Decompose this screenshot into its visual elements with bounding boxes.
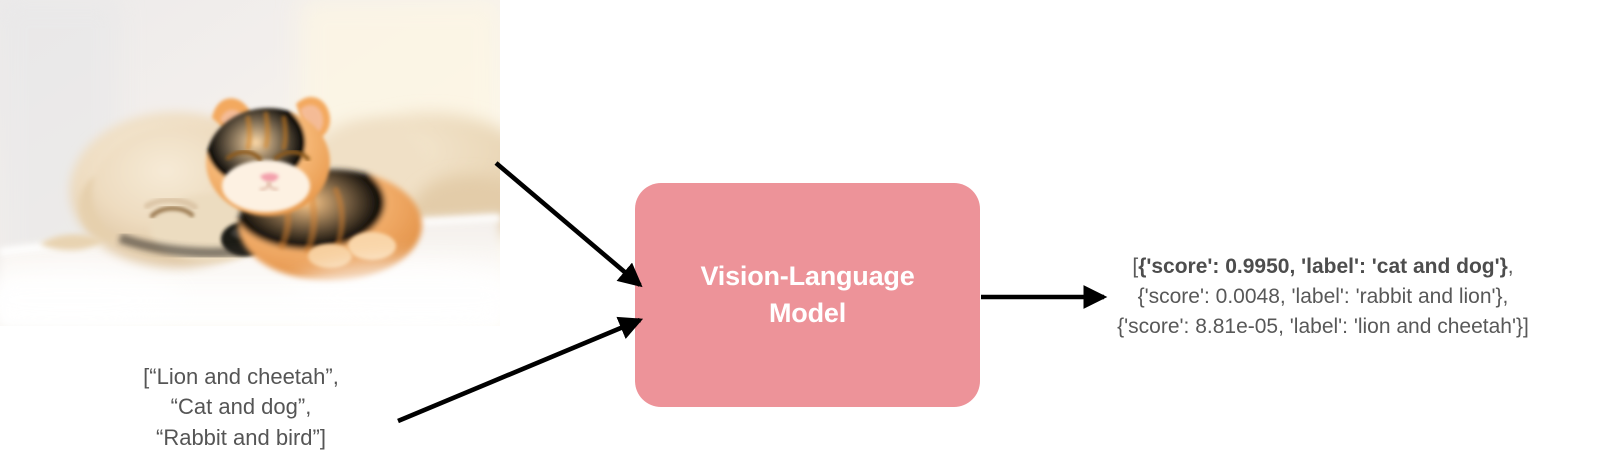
- output-line-1: [{'score': 0.9950, 'label': 'cat and dog…: [1046, 252, 1600, 282]
- output-line-1-bold: {'score': 0.9950, 'label': 'cat and dog'…: [1138, 255, 1508, 278]
- output-line-1-suffix: ,: [1507, 255, 1514, 278]
- vision-language-model-box: Vision-Language Model: [635, 183, 980, 407]
- model-box-label: Vision-Language Model: [700, 261, 915, 328]
- output-predictions: [{'score': 0.9950, 'label': 'cat and dog…: [1046, 252, 1600, 341]
- output-line-1-prefix: [: [1132, 255, 1139, 278]
- prompt-candidate-labels: [“Lion and cheetah”, “Cat and dog”, “Rab…: [143, 364, 339, 450]
- prompt-to-model-arrow: [397, 316, 644, 424]
- input-image-illustration: [0, 0, 500, 326]
- output-line-3: {'score': 8.81e-05, 'label': 'lion and c…: [1117, 314, 1529, 338]
- input-image: [0, 0, 500, 326]
- image-to-model-arrow: [494, 161, 643, 288]
- output-line-2: {'score': 0.0048, 'label': 'rabbit and l…: [1137, 284, 1509, 308]
